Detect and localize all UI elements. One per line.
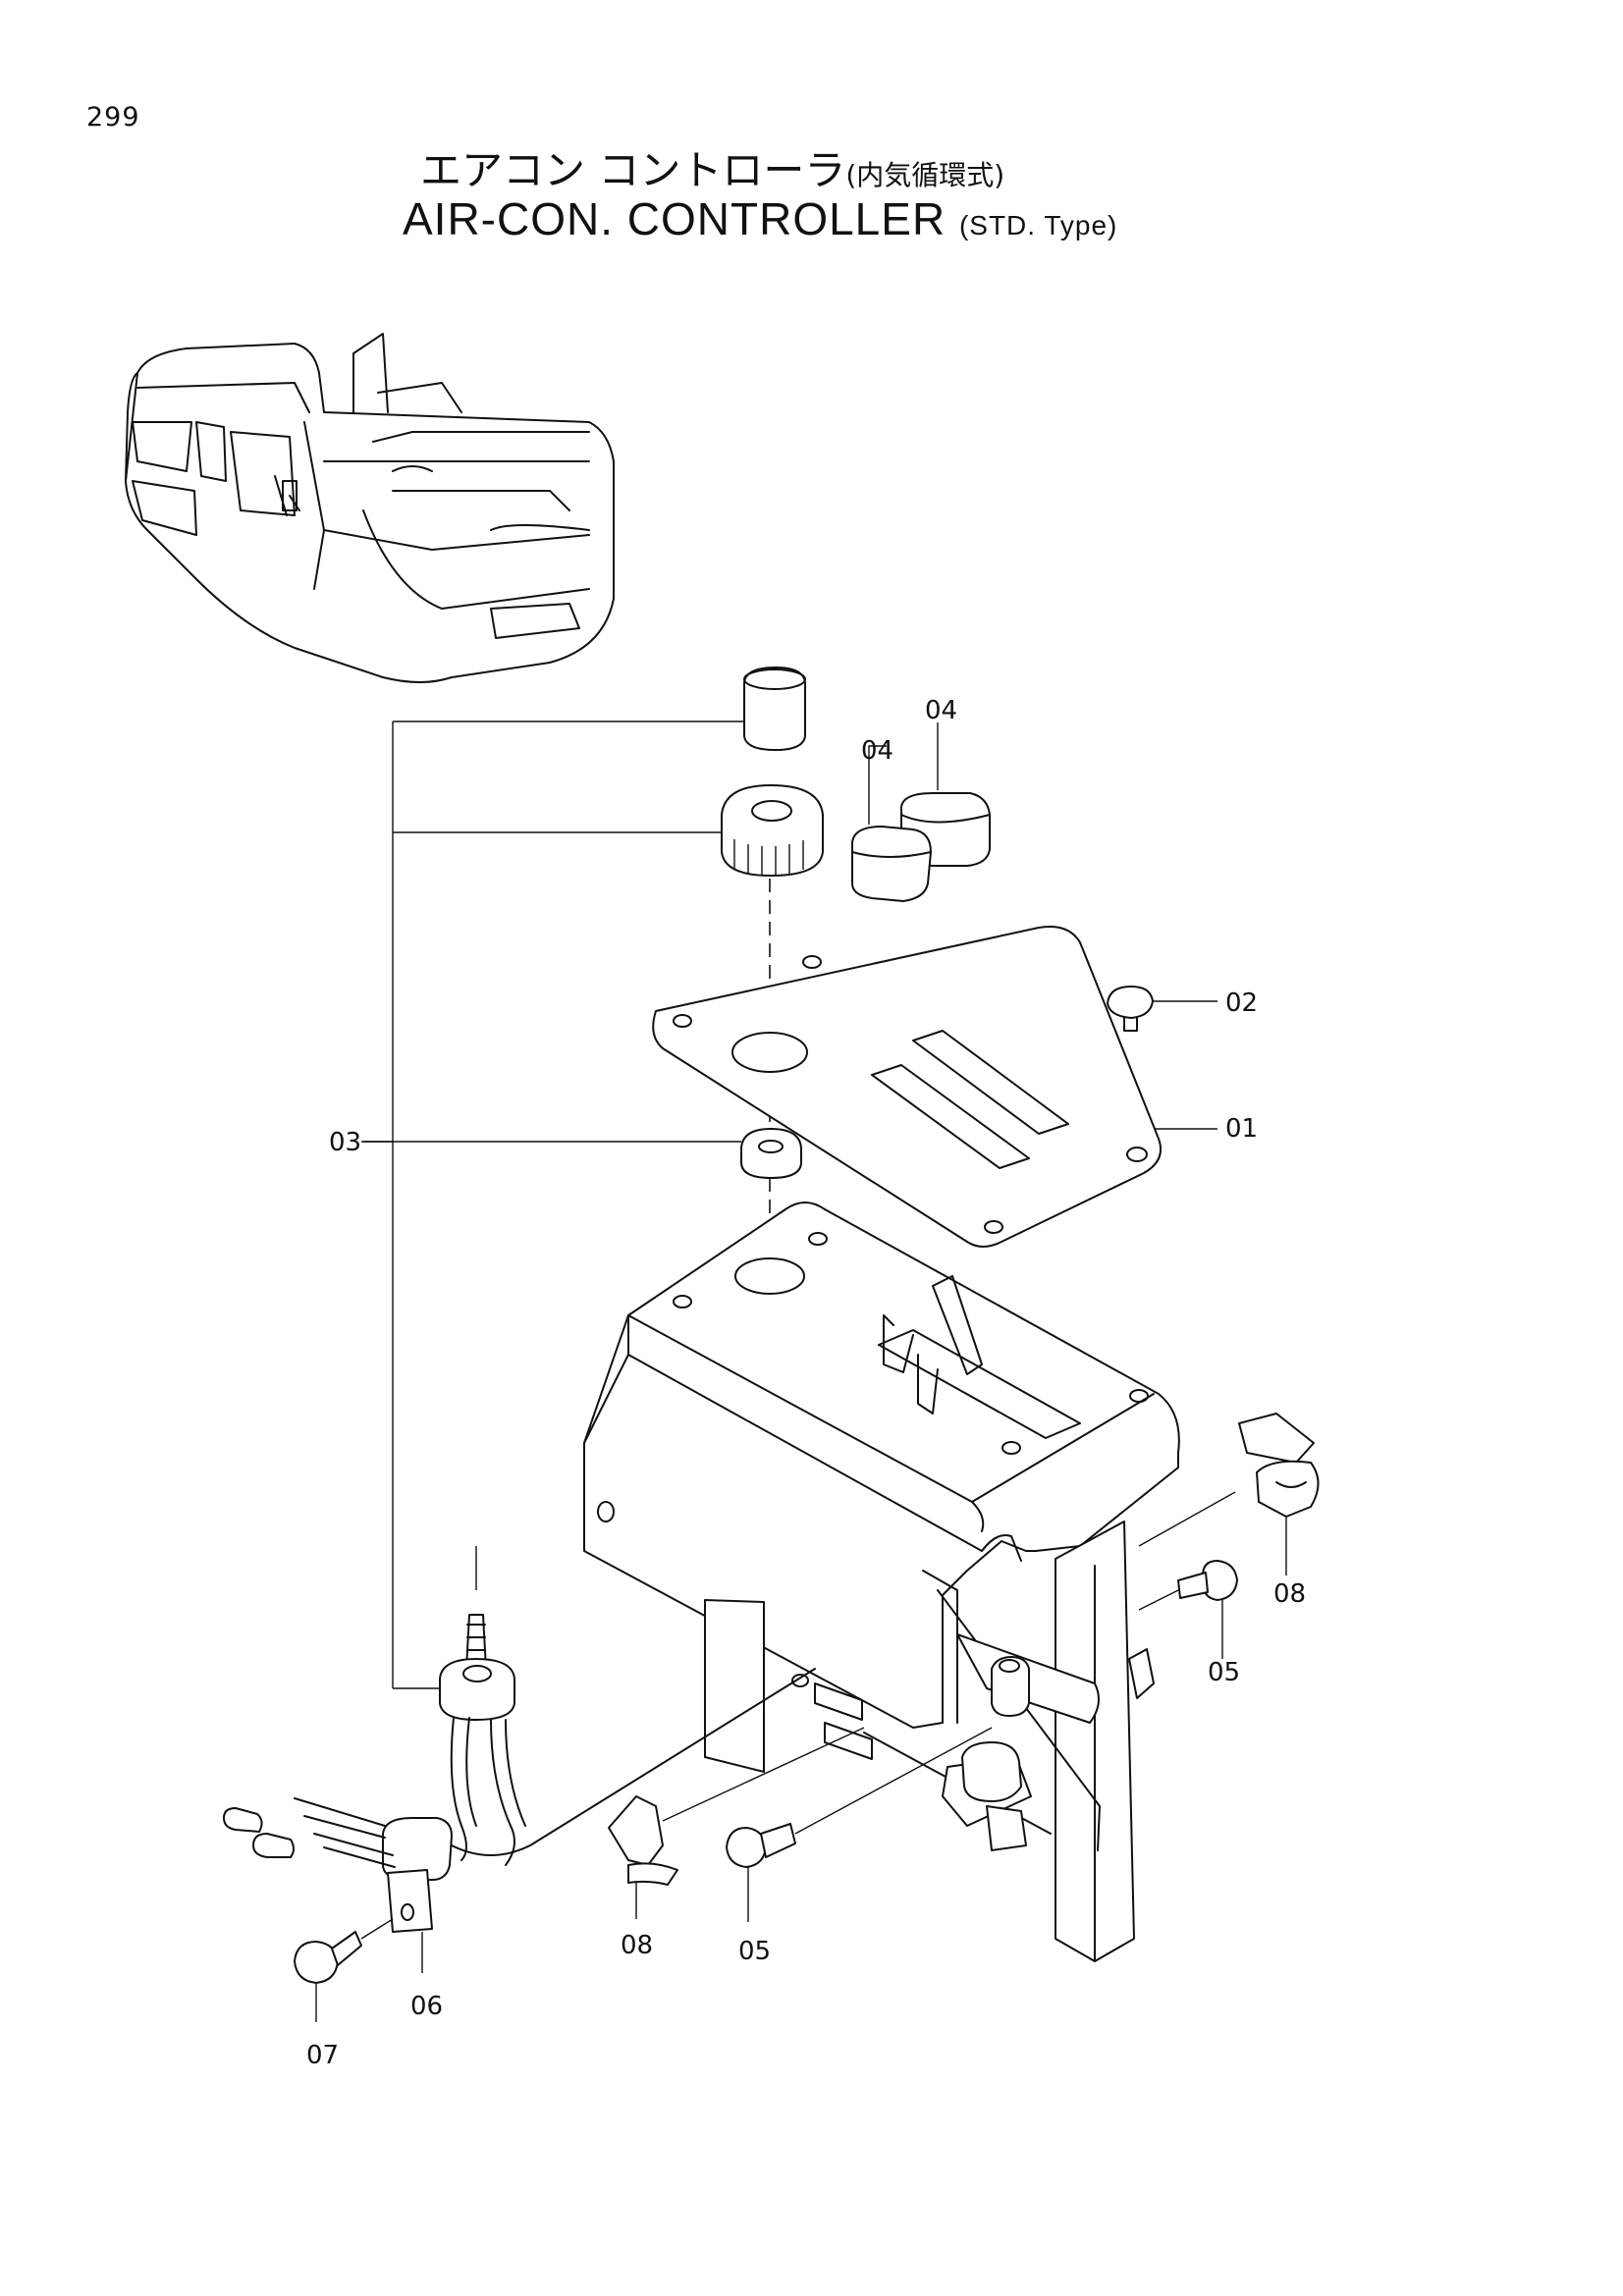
callout-03: 03 bbox=[329, 1128, 361, 1157]
screw-02 bbox=[1107, 986, 1217, 1032]
panel-plate bbox=[652, 926, 1163, 1248]
title-english-main: AIR-CON. CONTROLLER bbox=[403, 193, 947, 244]
callout-05-bottom: 05 bbox=[738, 1937, 771, 1966]
callout-06: 06 bbox=[410, 1992, 443, 2021]
bolt-05-right bbox=[1138, 1560, 1238, 1659]
slide-knob-04-left bbox=[851, 826, 932, 902]
callout-08-bottom: 08 bbox=[621, 1931, 653, 1960]
callout-08-right: 08 bbox=[1273, 1579, 1306, 1609]
excavator-location-sketch bbox=[125, 333, 615, 683]
bushing bbox=[740, 1128, 802, 1179]
bracket-slots bbox=[791, 1674, 873, 1760]
lever-switch bbox=[942, 1633, 1100, 1851]
clamp-06 bbox=[387, 1869, 433, 1973]
switch-assembly-03 bbox=[223, 1546, 816, 1881]
main-bracket bbox=[583, 1201, 1180, 1729]
clip-08-right bbox=[1138, 1413, 1320, 1575]
title-japanese-sub: (内気循環式) bbox=[845, 159, 1005, 191]
clip-08-bottom bbox=[608, 1727, 865, 1919]
leader-04-left bbox=[868, 745, 887, 825]
bolt-05-bottom bbox=[726, 1727, 993, 1922]
title-japanese: エアコン コントローラ(内気循環式) bbox=[420, 137, 1004, 197]
title-japanese-main: エアコン コントローラ bbox=[420, 146, 846, 194]
title-english-sub: (STD. Type) bbox=[958, 210, 1118, 240]
knob-cap bbox=[743, 667, 806, 751]
title-english: AIR-CON. CONTROLLER (STD. Type) bbox=[403, 192, 1117, 245]
callout-05-right: 05 bbox=[1208, 1658, 1240, 1687]
callout-01: 02 bbox=[1225, 988, 1258, 1018]
screw-07 bbox=[294, 1918, 394, 2022]
page-number: 299 bbox=[86, 102, 140, 133]
callout-02: 01 bbox=[1225, 1114, 1258, 1144]
callout-04-left: 04 bbox=[861, 736, 893, 766]
callout-07: 07 bbox=[306, 2041, 339, 2070]
callout-04-right: 04 bbox=[925, 696, 957, 725]
control-knob bbox=[721, 784, 824, 877]
